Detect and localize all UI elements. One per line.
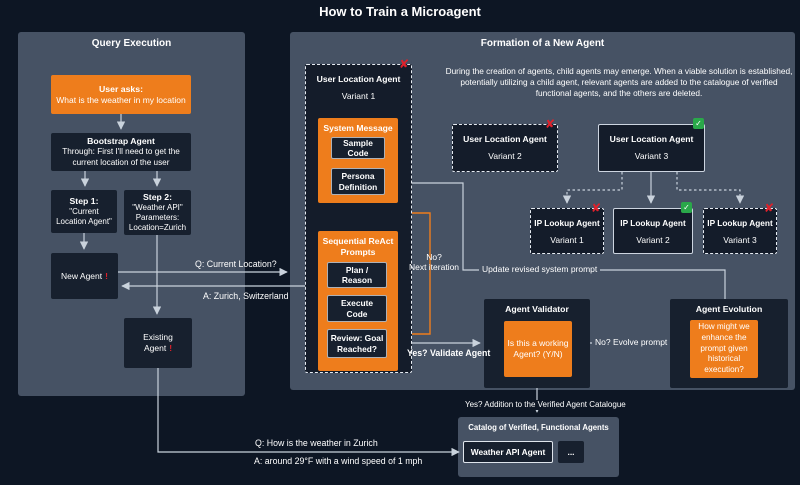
variant3-verified-icon: ✓	[693, 118, 704, 129]
step2-line3: Location=Zurich	[128, 223, 187, 233]
catalog-more-box: ...	[558, 441, 584, 463]
plan-reason-box: Plan / Reason	[327, 262, 387, 288]
label-yes-validate-agent: Yes? Validate Agent	[407, 348, 491, 358]
variant1-variant: Variant 1	[341, 91, 376, 101]
user-asks-body: What is the weather in my location	[56, 94, 186, 105]
variant3-variant: Variant 3	[634, 151, 669, 161]
step2-line1: "Weather API"	[132, 202, 183, 212]
execute-code-box: Execute Code	[327, 295, 387, 322]
ip3-title: IP Lookup Agent	[707, 218, 773, 228]
system-message-box: System Message Sample Code Persona Defin…	[318, 118, 398, 203]
user-location-agent-variant2-box: User Location Agent Variant 2	[452, 124, 558, 172]
ip3-variant: Variant 3	[723, 235, 757, 245]
new-agent-label: New Agent	[61, 270, 103, 281]
bootstrap-body: Through: First I'll need to get the curr…	[62, 147, 180, 167]
validator-question-box: Is this a working Agent? (Y/N)	[504, 321, 572, 377]
step2-title: Step 2:	[143, 191, 172, 202]
system-message-title: System Message	[323, 123, 393, 133]
existing-agent-box: Existing Agent!	[124, 318, 192, 368]
bootstrap-agent-box: Bootstrap Agent Through: First I'll need…	[51, 133, 191, 171]
ip2-title: IP Lookup Agent	[620, 218, 686, 228]
bootstrap-title: Bootstrap Agent	[87, 135, 155, 146]
new-agent-box: New Agent!	[51, 253, 118, 299]
user-location-agent-variant3-box: User Location Agent Variant 3	[598, 124, 705, 172]
ip2-verified-icon: ✓	[681, 202, 692, 213]
sequential-react-box: Sequential ReAct Prompts Plan / Reason E…	[318, 231, 398, 371]
react-title-line1: Sequential ReAct	[322, 236, 394, 246]
page-title: How to Train a Microagent	[319, 4, 481, 19]
weather-api-agent-box: Weather API Agent	[463, 441, 553, 463]
existing-agent-label: Existing Agent	[143, 332, 173, 353]
user-asks-box: User asks: What is the weather in my loc…	[51, 75, 191, 114]
label-a-zurich: A: Zurich, Switzerland	[203, 291, 289, 301]
variant3-title: User Location Agent	[609, 134, 694, 144]
variant1-title: User Location Agent	[316, 74, 401, 84]
step2-line2: Parameters:	[135, 212, 180, 222]
ip1-variant: Variant 1	[550, 235, 584, 245]
label-q-current-location: Q: Current Location?	[195, 259, 277, 269]
user-asks-title: User asks:	[99, 83, 143, 94]
variant1-rejected-icon: ✘	[399, 57, 410, 71]
sample-code-box: Sample Code	[331, 137, 385, 159]
step1-title: Step 1:	[69, 195, 99, 206]
ip3-rejected-icon: ✘	[764, 201, 775, 215]
evolution-question-box: How might we enhance the prompt given hi…	[690, 320, 758, 378]
label-no-next-iteration: No? Next iteration	[408, 252, 460, 273]
existing-agent-flag-icon: !	[169, 343, 173, 353]
react-title-line2: Prompts	[340, 247, 376, 257]
variant2-variant: Variant 2	[488, 151, 522, 161]
variant2-title: User Location Agent	[463, 134, 547, 144]
ip1-title: IP Lookup Agent	[534, 218, 600, 228]
persona-definition-box: Persona Definition	[331, 168, 385, 195]
ip-lookup-agent-variant2-box: IP Lookup Agent Variant 2	[613, 208, 693, 254]
label-no-evolve-prompt: No? Evolve prompt	[592, 337, 671, 348]
evolution-title: Agent Evolution	[695, 304, 763, 314]
catalog-header: Catalog of Verified, Functional Agents	[468, 423, 609, 432]
formation-description: During the creation of agents, child age…	[445, 66, 793, 99]
review-goal-box: Review: Goal Reached?	[327, 329, 387, 358]
step1-box: Step 1: "Current Location Agent"	[51, 190, 117, 233]
ip2-variant: Variant 2	[636, 235, 670, 245]
label-yes-addition-catalogue: Yes? Addition to the Verified Agent Cata…	[462, 400, 629, 410]
label-q-weather-zurich: Q: How is the weather in Zurich	[255, 438, 378, 448]
step1-body: "Current Location Agent"	[56, 206, 112, 227]
label-update-revised-prompt: Update revised system prompt	[479, 264, 601, 275]
variant2-rejected-icon: ✘	[545, 117, 556, 131]
validator-title: Agent Validator	[505, 304, 569, 314]
ip1-rejected-icon: ✘	[591, 201, 602, 215]
label-a-weather-answer: A: around 29°F with a wind speed of 1 mp…	[254, 456, 423, 466]
formation-panel-header: Formation of a New Agent	[480, 38, 605, 49]
new-agent-flag-icon: !	[105, 270, 108, 281]
step2-box: Step 2: "Weather API" Parameters: Locati…	[124, 190, 191, 235]
query-panel-header: Query Execution	[91, 38, 172, 49]
